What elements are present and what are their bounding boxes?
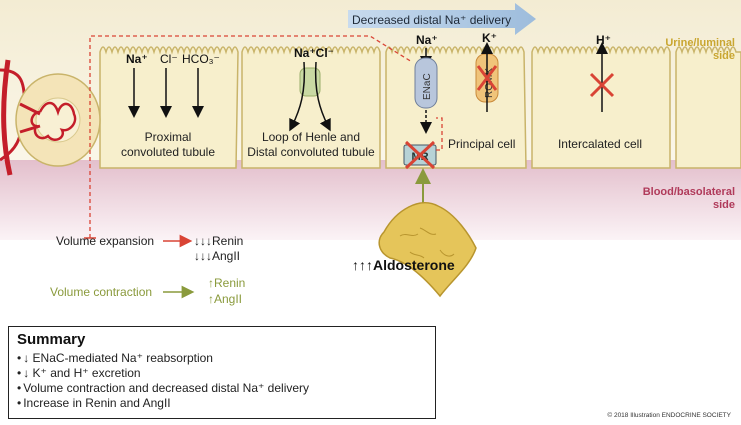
loop-label-2: Distal convoluted tubule	[247, 145, 375, 159]
ion-h-label: H⁺	[596, 33, 611, 47]
renin-up-label: ↑Renin	[208, 276, 245, 290]
volume-contraction-label: Volume contraction	[50, 285, 152, 299]
romk-blocked-x-icon	[476, 65, 498, 91]
ion-na-enac-label: Na⁺	[416, 33, 438, 47]
banner-arrow: Decreased distal Na⁺ delivery	[348, 3, 536, 35]
mr-to-enac-dashed-line	[436, 117, 443, 151]
glomerulus-icon	[0, 59, 101, 176]
blood-background	[0, 160, 741, 240]
cl-cotransport-arrow	[314, 61, 331, 132]
urine-side-label-2: side	[713, 50, 735, 62]
proximal-label-1: Proximal	[145, 130, 192, 144]
blood-side-label: Blood/basolateral	[643, 186, 735, 198]
volume-expansion-label: Volume expansion	[56, 234, 154, 248]
na-cotransport-arrow	[289, 61, 306, 132]
volume-feedback-dashed-line	[89, 35, 413, 238]
enac-channel-icon	[414, 57, 438, 109]
h-blocked-x-icon	[589, 72, 615, 98]
summary-item: Volume contraction and decreased distal …	[17, 381, 427, 396]
angii-up-label: ↑AngII	[208, 292, 242, 306]
intercalated-cell-label: Intercalated cell	[558, 137, 642, 151]
mr-blocked-x-icon	[404, 140, 436, 170]
ion-nacl-label: Na⁺Cl⁻	[294, 46, 334, 60]
renin-down-label: ↓↓↓Renin	[194, 234, 243, 248]
banner-text: Decreased distal Na⁺ delivery	[352, 13, 511, 27]
summary-item: ↓ K⁺ and H⁺ excretion	[17, 366, 427, 381]
loop-label-1: Loop of Henle and	[262, 130, 360, 144]
right-partial-cell	[675, 46, 741, 169]
aldosterone-label: ↑↑↑Aldosterone	[352, 257, 455, 273]
enac-label: ENaC	[422, 73, 433, 100]
proximal-label-2: convoluted tubule	[121, 145, 215, 159]
copyright-text: © 2018 Illustration ENDOCRINE SOCIETY	[607, 412, 731, 419]
ion-cl-label: Cl⁻	[160, 52, 178, 66]
summary-box: Summary ↓ ENaC-mediated Na⁺ reabsorption…	[8, 326, 436, 419]
ion-na-label: Na⁺	[126, 52, 148, 66]
adrenal-gland-icon	[378, 201, 477, 298]
urine-side-label: Urine/luminal	[665, 37, 735, 49]
angii-down-label: ↓↓↓AngII	[194, 249, 240, 263]
summary-list: ↓ ENaC-mediated Na⁺ reabsorption ↓ K⁺ an…	[17, 351, 427, 411]
principal-cell-label: Principal cell	[448, 137, 515, 151]
summary-title: Summary	[17, 331, 86, 348]
loop-of-henle-cell	[241, 46, 381, 169]
ion-k-label: K⁺	[482, 31, 497, 45]
blood-side-label-2: side	[713, 199, 735, 211]
summary-item: Increase in Renin and AngII	[17, 396, 427, 411]
summary-item: ↓ ENaC-mediated Na⁺ reabsorption	[17, 351, 427, 366]
ion-hco3-label: HCO₃⁻	[182, 52, 220, 66]
